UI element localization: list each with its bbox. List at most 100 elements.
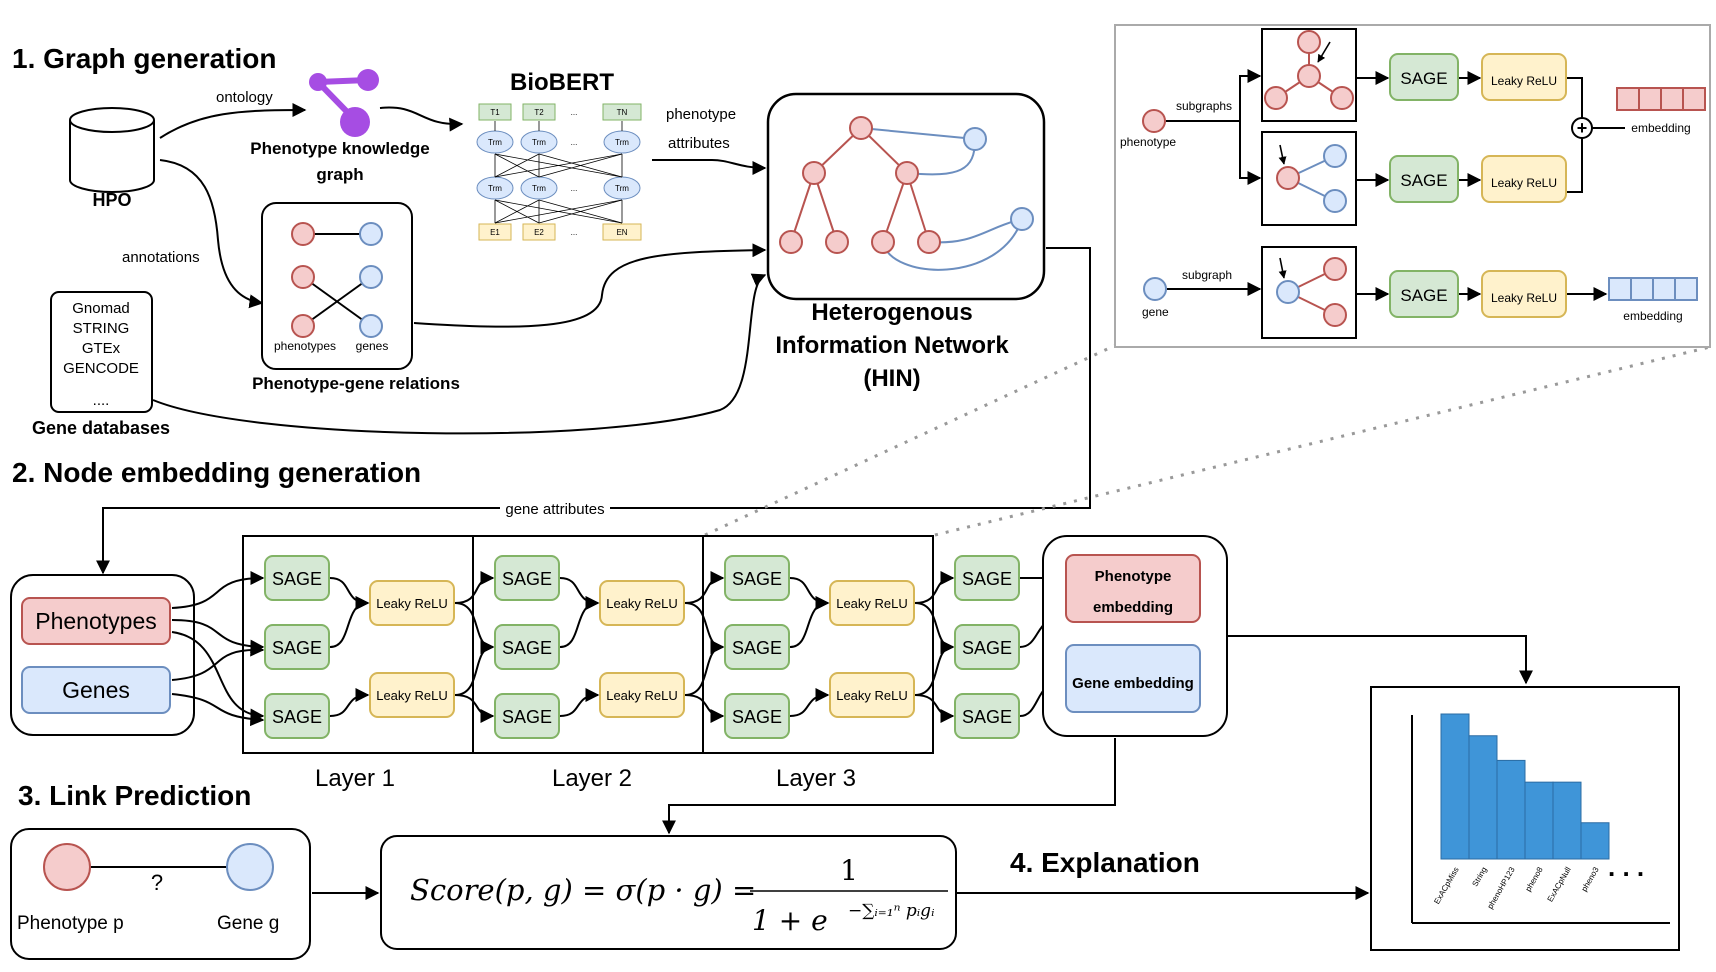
- sage-label: SAGE: [502, 638, 552, 658]
- svg-text:...: ...: [571, 228, 578, 237]
- sage-label: SAGE: [272, 569, 322, 589]
- layer-wire: [559, 596, 600, 648]
- section-title-link-prediction: 3. Link Prediction: [18, 780, 251, 811]
- phenotypes-label: Phenotypes: [35, 608, 156, 634]
- inset-row-2: [1357, 155, 1567, 203]
- inset-relu-1: Leaky ReLU: [1491, 74, 1557, 88]
- svg-text:E1: E1: [490, 228, 500, 237]
- annotations-arrow: [159, 159, 264, 309]
- relu-box: [369, 580, 455, 626]
- inset-relu-3: Leaky ReLU: [1491, 291, 1557, 305]
- svg-text:T2: T2: [534, 108, 544, 117]
- sage-label: SAGE: [502, 569, 552, 589]
- sage-label: SAGE: [732, 569, 782, 589]
- chart-bar: [1496, 759, 1526, 860]
- inset-gene-label: gene: [1142, 305, 1169, 319]
- kg-to-biobert-arrow: [379, 106, 464, 132]
- relu-label: Leaky ReLU: [376, 688, 448, 703]
- embeddings-to-score-arrow: [662, 738, 1116, 835]
- section-title-graph-generation: 1. Graph generation: [12, 43, 277, 74]
- relu-box: [599, 580, 685, 626]
- knowledge-graph-icon: [309, 69, 379, 137]
- hin-title-1: Heterogenous: [811, 299, 972, 326]
- inset-sage-3: SAGE: [1400, 286, 1447, 305]
- sage-box: [724, 624, 790, 670]
- score-denominator: 1 + e: [752, 904, 828, 937]
- svg-text:EN: EN: [616, 228, 627, 237]
- gene-attributes-label: gene attributes: [505, 501, 604, 518]
- relu-label: Leaky ReLU: [836, 596, 908, 611]
- score-numerator: 1: [840, 854, 858, 887]
- layer-wire: [684, 694, 725, 723]
- chart-bar: [1552, 781, 1582, 860]
- sage-label: SAGE: [272, 707, 322, 727]
- inset-plus-symbol: +: [1577, 118, 1588, 138]
- layer-wire: [559, 688, 600, 717]
- sage-label: SAGE: [962, 638, 1012, 658]
- layer-wire: [454, 571, 495, 604]
- layer-wire: [684, 571, 725, 604]
- embeddings-to-chart-arrow: [1228, 635, 1533, 685]
- phenotype-attributes-arrow: [652, 159, 767, 175]
- chart-bar: [1468, 735, 1498, 860]
- inset-subgraphs-arrow-2: [1239, 121, 1262, 185]
- svg-text:Trm: Trm: [488, 138, 502, 147]
- svg-text:T1: T1: [490, 108, 500, 117]
- score-formula-lhs: Score(p, g) = σ(p · g) =: [410, 873, 756, 907]
- sage-box: [264, 624, 330, 670]
- hin-title-3: (HIN): [863, 365, 920, 392]
- layer-wire: [684, 640, 725, 696]
- biobert-diagram: T1 T2 TN ... Trm Trm Trm ... Trm Trm Trm…: [476, 103, 642, 241]
- layer-wire: [914, 640, 955, 696]
- knowledge-graph-label-1: Phenotype knowledge: [250, 139, 429, 158]
- genes-label: Genes: [62, 677, 130, 703]
- svg-text:E2: E2: [534, 228, 544, 237]
- sage-label: SAGE: [272, 638, 322, 658]
- pg-relations-title: Phenotype-gene relations: [252, 374, 460, 393]
- svg-text:Trm: Trm: [615, 184, 629, 193]
- relu-label: Leaky ReLU: [606, 688, 678, 703]
- sage-box: [494, 624, 560, 670]
- link-question-mark: ?: [151, 870, 163, 895]
- phenotype-attributes-label-1: phenotype: [666, 106, 736, 123]
- layer-wire: [329, 596, 370, 648]
- sage-box: [494, 693, 560, 739]
- hpo-database-icon: [69, 107, 155, 193]
- hin-title-2: Information Network: [775, 332, 1009, 359]
- inset-row-3: [1357, 270, 1608, 318]
- sage-label: SAGE: [732, 707, 782, 727]
- sage-box: [954, 693, 1020, 739]
- inset-sage-1: SAGE: [1400, 69, 1447, 88]
- sage-label: SAGE: [502, 707, 552, 727]
- layer-wire: [789, 688, 830, 717]
- layer-wire: [914, 571, 955, 604]
- inset-subgraph-2: [1261, 131, 1357, 226]
- gene-attributes-arrow: [96, 247, 1091, 575]
- gene-databases-title: Gene databases: [32, 418, 170, 438]
- layer-wire: [454, 640, 495, 696]
- annotations-label: annotations: [122, 249, 200, 266]
- sage-box: [724, 693, 790, 739]
- sage-box: [954, 624, 1020, 670]
- hin-box: [766, 92, 1046, 301]
- layer-3-label: Layer 3: [776, 765, 856, 792]
- phenotype-embedding-label-1: Phenotype: [1095, 568, 1172, 585]
- inset-phenotype-embedding-vector: [1616, 87, 1706, 111]
- link-prediction-box: [10, 828, 311, 960]
- svg-text:Trm: Trm: [615, 138, 629, 147]
- layer-wire: [559, 577, 600, 610]
- score-exponent: −∑ᵢ₌₁ⁿ pᵢgᵢ: [848, 901, 935, 921]
- chart-bar: [1524, 781, 1554, 860]
- inset-subgraph-1: [1261, 28, 1357, 122]
- gene-db-gtex: GTEx: [82, 340, 121, 357]
- sage-label: SAGE: [962, 707, 1012, 727]
- section-title-explanation: 4. Explanation: [1010, 847, 1200, 878]
- input-nodes-box: [10, 574, 195, 736]
- relu-box: [829, 672, 915, 718]
- layers-group: SAGE SAGE SAGE Leaky ReLU Leaky ReLU SAGE SAGE…: [264, 555, 955, 739]
- chart-ellipsis: . . .: [1608, 852, 1644, 882]
